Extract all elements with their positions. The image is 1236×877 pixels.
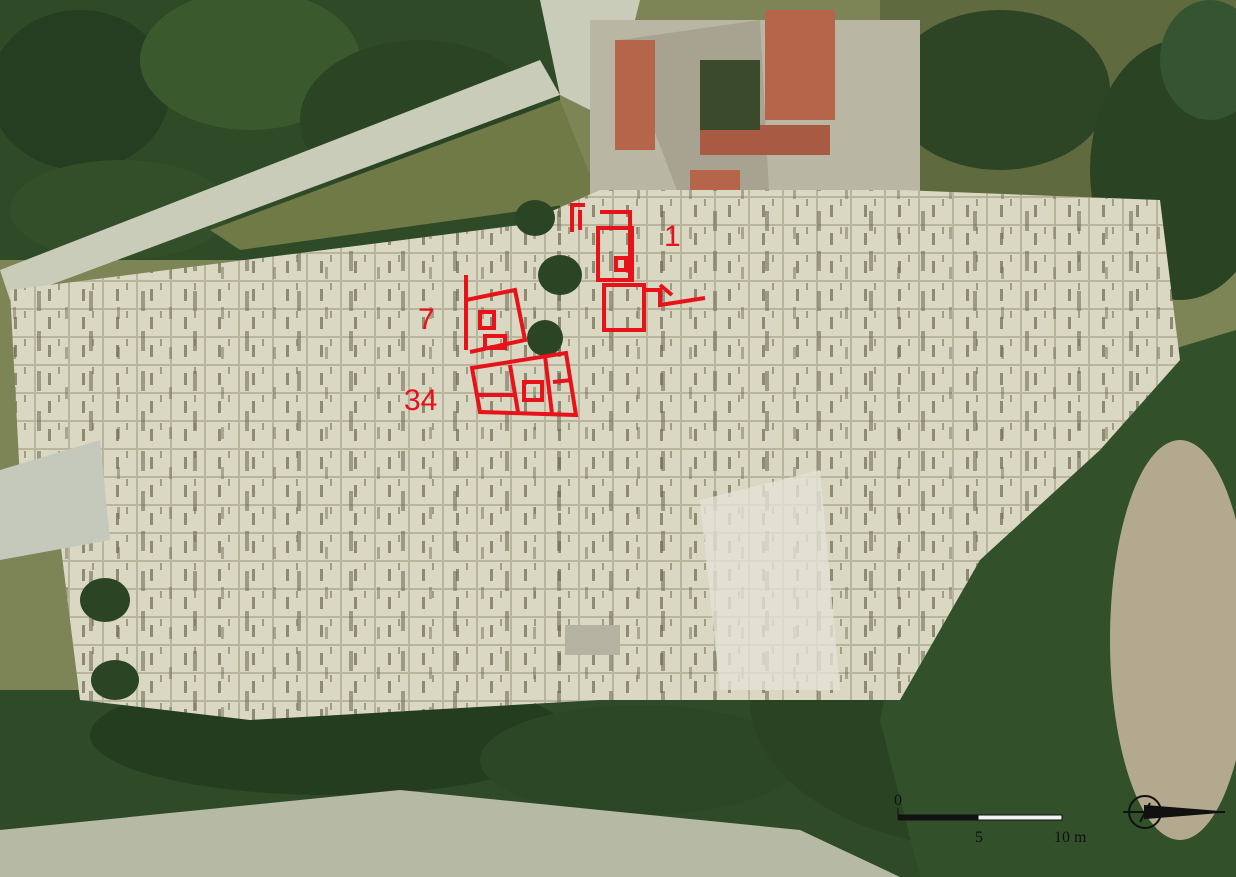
- scale-label-5: 5: [975, 829, 983, 846]
- house-7-outline: [464, 275, 528, 354]
- north-arrow-icon: [1123, 795, 1225, 829]
- scale-label-10-m: 10 m: [1054, 829, 1087, 846]
- house-label-1: 1: [664, 220, 681, 253]
- house-label-7: 7: [418, 303, 435, 336]
- house-label-34: 34: [404, 384, 438, 417]
- house-1-outline: [570, 203, 706, 332]
- house-34-outline: [469, 350, 579, 418]
- scale-bar: [897, 808, 1063, 821]
- scale-label-0: 0: [894, 792, 902, 809]
